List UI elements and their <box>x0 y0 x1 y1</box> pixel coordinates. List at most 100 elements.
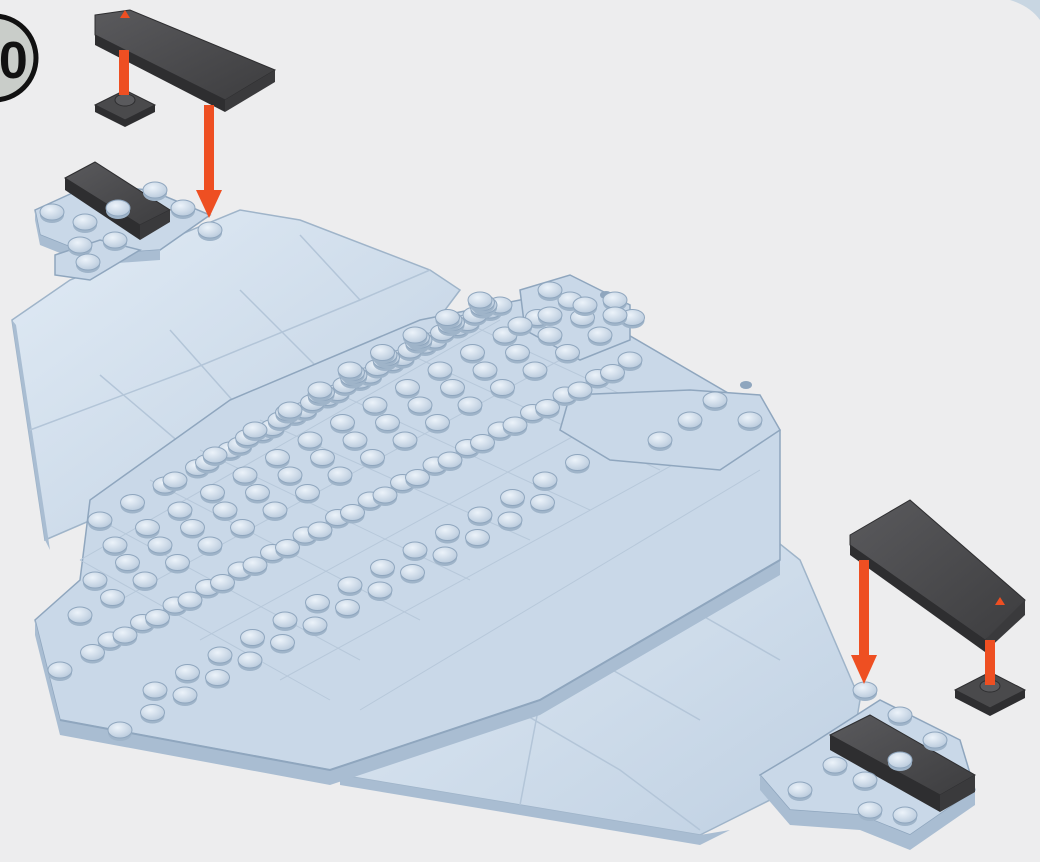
stud <box>171 200 195 219</box>
stud <box>588 327 612 346</box>
stud <box>858 802 882 821</box>
stud <box>436 310 460 329</box>
stud <box>461 345 485 364</box>
stud <box>343 432 367 451</box>
stud <box>888 707 912 726</box>
stud <box>83 572 107 591</box>
stud <box>426 415 450 434</box>
stud <box>363 397 387 416</box>
stud <box>178 592 202 611</box>
stud <box>328 467 352 486</box>
stud <box>603 307 627 326</box>
stud <box>473 362 497 381</box>
stud <box>108 722 132 741</box>
stud <box>278 402 302 421</box>
stud <box>396 380 420 399</box>
stud <box>523 362 547 381</box>
stud <box>538 307 562 326</box>
stud <box>491 380 515 399</box>
stud <box>468 507 492 526</box>
stud <box>341 505 365 524</box>
stud <box>648 432 672 451</box>
stud <box>198 537 222 556</box>
stud <box>503 417 527 436</box>
stud <box>471 435 495 454</box>
stud <box>441 380 465 399</box>
stud <box>181 520 205 539</box>
stud <box>106 200 130 219</box>
stud <box>116 555 140 574</box>
stud <box>408 397 432 416</box>
stud <box>738 412 762 431</box>
stud <box>573 297 597 316</box>
stud <box>566 455 590 474</box>
stud <box>76 254 100 273</box>
stud <box>103 537 127 556</box>
stud <box>466 530 490 549</box>
stud <box>536 400 560 419</box>
stud <box>241 630 265 649</box>
stud <box>361 450 385 469</box>
stud <box>403 542 427 561</box>
stud <box>888 752 912 771</box>
stud <box>436 525 460 544</box>
stud <box>81 645 105 664</box>
stud <box>276 540 300 559</box>
stud <box>208 647 232 666</box>
stud <box>88 512 112 531</box>
stud <box>506 345 530 364</box>
stud <box>168 502 192 521</box>
stud <box>166 555 190 574</box>
step-number: 10 <box>0 32 28 90</box>
stud <box>433 547 457 566</box>
stud <box>40 204 64 223</box>
stud <box>201 485 225 504</box>
stud <box>371 345 395 364</box>
stud <box>278 467 302 486</box>
stud <box>273 612 297 631</box>
stud <box>508 317 532 336</box>
dark-wedge-plate-bottom <box>850 500 1025 652</box>
stud <box>703 392 727 411</box>
stud <box>271 635 295 654</box>
stud <box>163 472 187 491</box>
stud <box>203 447 227 466</box>
stud <box>143 182 167 201</box>
stud <box>206 670 230 689</box>
stud <box>73 214 97 233</box>
stud <box>303 617 327 636</box>
stud <box>501 490 525 509</box>
stud <box>568 382 592 401</box>
stud <box>296 485 320 504</box>
stud <box>308 382 332 401</box>
stud <box>48 662 72 681</box>
stud <box>338 577 362 596</box>
stud <box>893 807 917 826</box>
stud <box>923 732 947 751</box>
stud <box>406 470 430 489</box>
stud <box>103 232 127 251</box>
stud <box>538 327 562 346</box>
stud <box>298 432 322 451</box>
stud <box>176 665 200 684</box>
stud <box>823 757 847 776</box>
stud <box>533 472 557 491</box>
stud <box>368 582 392 601</box>
page-corner-accent <box>1010 0 1040 20</box>
stud <box>68 237 92 256</box>
stud <box>198 222 222 241</box>
stud <box>243 422 267 441</box>
stud <box>556 345 580 364</box>
stud <box>211 575 235 594</box>
stud <box>238 652 262 671</box>
stud <box>393 432 417 451</box>
stud <box>336 600 360 619</box>
stud <box>148 537 172 556</box>
stud <box>458 397 482 416</box>
stud <box>246 485 270 504</box>
stud <box>601 365 625 384</box>
stud <box>531 495 555 514</box>
stud <box>338 362 362 381</box>
